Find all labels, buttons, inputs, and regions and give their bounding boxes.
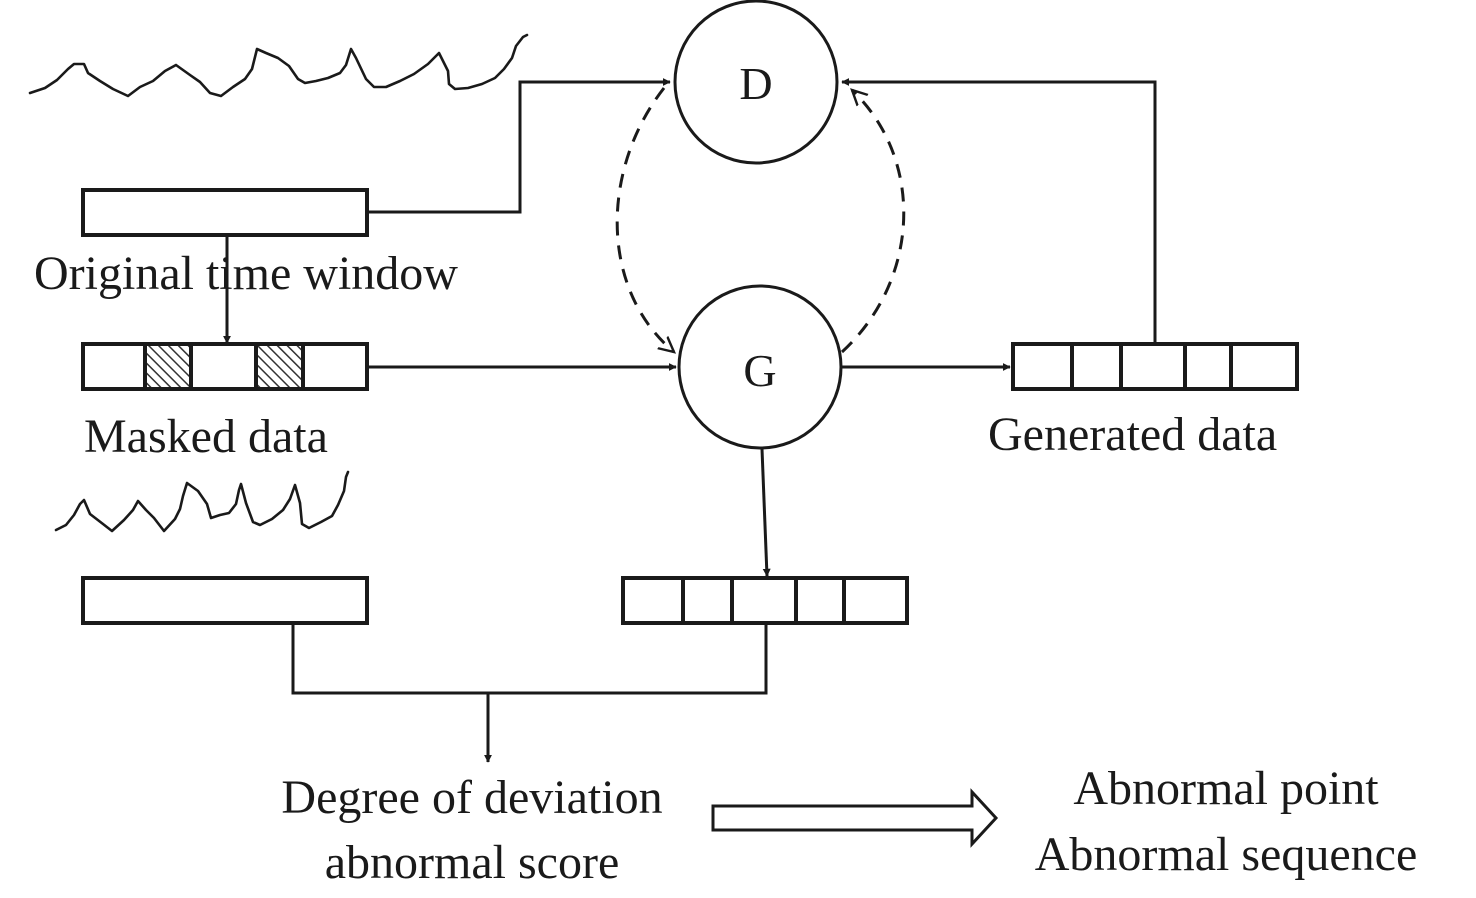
masked-segment (256, 346, 303, 387)
generated-data-label: Generated data (988, 408, 1277, 461)
masked-segment (145, 346, 191, 387)
original-to-discriminator-arrow (367, 78, 671, 214)
generated-to-discriminator-arrow (841, 78, 1157, 344)
original-window-comparison-box (81, 576, 369, 625)
output-label-line1: Abnormal point (1073, 762, 1379, 815)
generator-label: G (743, 345, 776, 396)
original-series-waveform (28, 33, 529, 98)
discriminator-node: D (673, 0, 839, 165)
deviation-label-line2: abnormal score (325, 836, 620, 889)
discriminator-label: D (739, 58, 772, 109)
generator-to-discriminator-dashed-arrow (840, 90, 906, 354)
discriminator-to-generator-dashed-arrow (615, 87, 674, 352)
generated-data-box (1011, 342, 1299, 391)
comparison-merge-connector (291, 623, 768, 695)
original-time-window-label: Original time window (34, 247, 458, 300)
masked-data-label: Masked data (84, 410, 328, 463)
comparison-series-waveform (54, 470, 350, 533)
generator-node: G (677, 284, 843, 450)
masked-data-box (81, 342, 369, 391)
reconstructed-data-box (621, 576, 909, 625)
generator-to-reconstructed-arrow (760, 448, 771, 577)
output-label-line2: Abnormal sequence (1035, 828, 1418, 881)
result-block-arrow (711, 788, 999, 848)
original-time-window-box (81, 188, 369, 237)
deviation-label-line1: Degree of deviation (281, 771, 662, 824)
